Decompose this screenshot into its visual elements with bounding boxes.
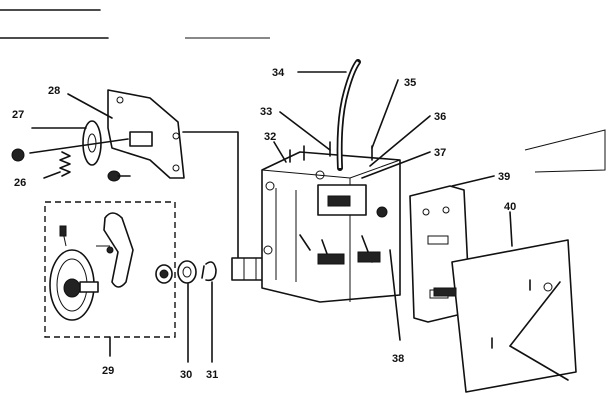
callout-labels: 26 27 28 29 30 31 32 33 34 35 36 37 38 3… <box>12 67 516 381</box>
callout-35: 35 <box>404 77 416 89</box>
callout-30: 30 <box>180 369 192 381</box>
callout-36: 36 <box>434 111 446 123</box>
spring-26 <box>59 151 71 177</box>
cam-wheel <box>49 225 99 321</box>
callout-39: 39 <box>498 171 510 183</box>
callout-28: 28 <box>48 85 60 97</box>
gear-disc-27 <box>11 120 129 166</box>
switch-box <box>261 141 401 303</box>
scan-marks <box>0 9 606 173</box>
callout-40: 40 <box>504 201 516 213</box>
callout-29: 29 <box>102 365 114 377</box>
callout-38: 38 <box>392 353 404 365</box>
callout-26: 26 <box>14 177 26 189</box>
clip-31 <box>201 261 217 282</box>
callout-27: 27 <box>12 109 24 121</box>
leader-lines <box>31 71 513 363</box>
callout-33: 33 <box>260 106 272 118</box>
callout-32: 32 <box>264 131 276 143</box>
front-cover-40 <box>433 239 577 393</box>
bracket-plate <box>107 89 185 179</box>
screw <box>107 170 131 182</box>
washer-in-box <box>155 264 173 284</box>
callout-37: 37 <box>434 147 446 159</box>
washer-30 <box>177 260 197 284</box>
callout-31: 31 <box>206 369 218 381</box>
lever-arm <box>96 212 134 288</box>
shaft-leader <box>182 131 239 263</box>
callout-34: 34 <box>272 67 285 79</box>
